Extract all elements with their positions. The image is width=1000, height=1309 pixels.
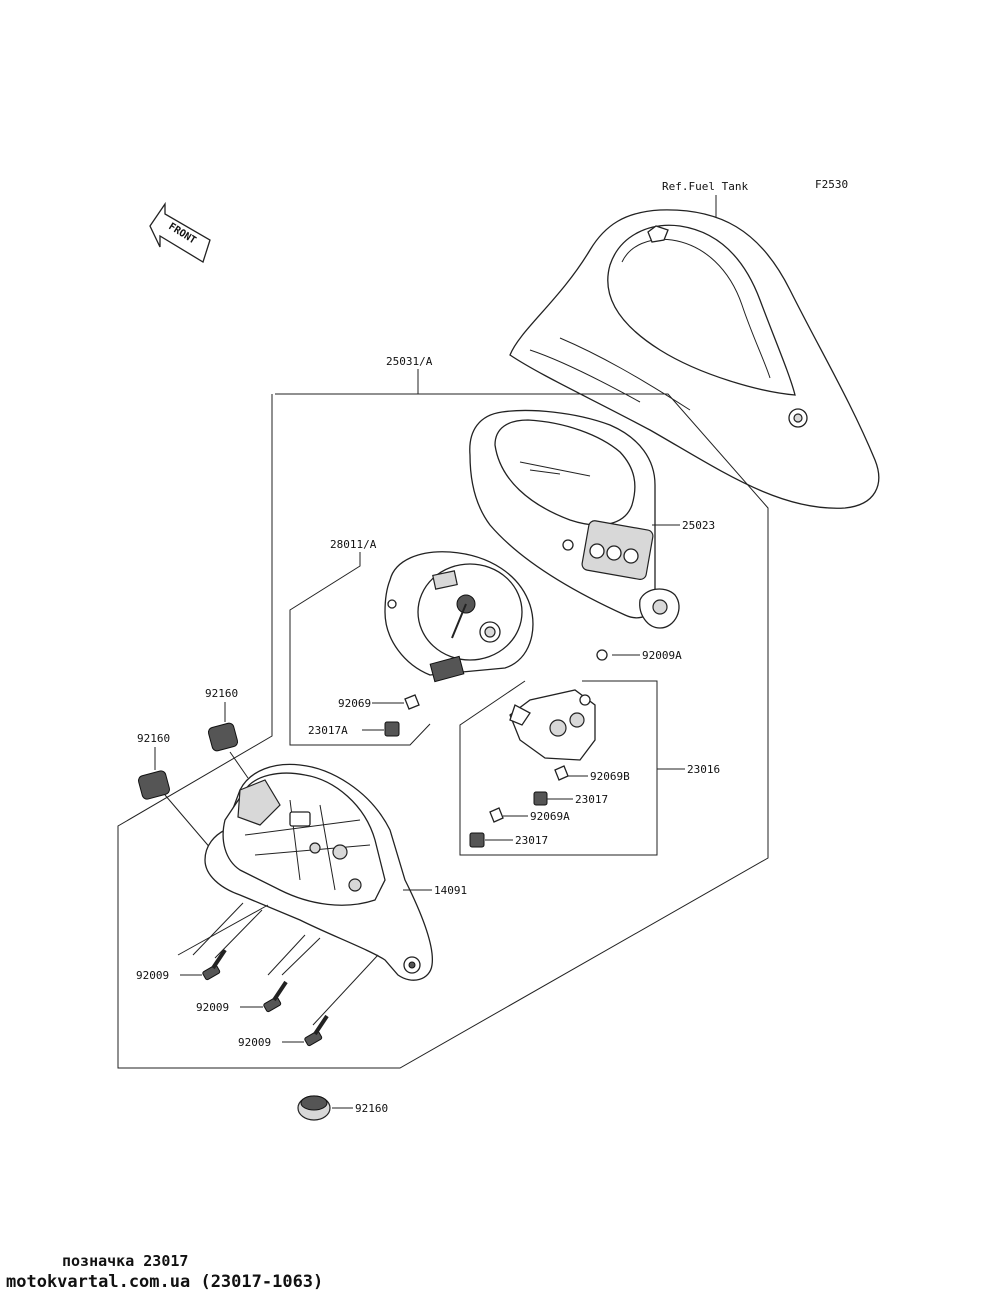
- meter-frame-28011a: [289, 552, 431, 746]
- screw-92009-2: [263, 980, 288, 1013]
- callout-23017a: 23017A: [308, 724, 348, 737]
- bulb-92069: [404, 694, 420, 710]
- callout-92160-1: 92160: [205, 687, 238, 700]
- callout-23017-2: 23017: [515, 834, 548, 847]
- fuel-tank-cover: [509, 209, 880, 509]
- callout-23017-1: 23017: [575, 793, 608, 806]
- screw-92009-3: [304, 1014, 329, 1047]
- callout-92009a: 92009A: [642, 649, 682, 662]
- bulb-92069b: [554, 765, 569, 781]
- ref-fuel-tank-label: Ref.Fuel Tank: [662, 180, 748, 193]
- leader-screw-c: [214, 909, 263, 959]
- leader-grommet-to-case: [164, 794, 213, 851]
- indicator-bracket: [509, 689, 596, 761]
- callout-92069b: 92069B: [590, 770, 630, 783]
- leader-screw-f: [312, 954, 379, 1026]
- leader-screw-b: [192, 902, 244, 956]
- leader-screw-d: [267, 934, 306, 976]
- socket-23017-2: [469, 832, 485, 848]
- front-arrow-icon: FRONT: [149, 201, 211, 263]
- socket-23017a: [384, 721, 400, 737]
- diagram-code: F2530: [815, 178, 848, 191]
- grommet-92160-2: [137, 770, 171, 800]
- callout-25023: 25023: [682, 519, 715, 532]
- callout-23016: 23016: [687, 763, 720, 776]
- watermark-line-1: позначка 23017: [62, 1252, 189, 1270]
- callout-92009-1: 92009: [136, 969, 169, 982]
- callout-25031a: 25031/A: [386, 355, 433, 368]
- leader-grommet-to-case-2: [229, 751, 249, 779]
- grommet-92160-1: [207, 722, 239, 752]
- watermark-line-2: motokvartal.com.ua (23017-1063): [6, 1272, 324, 1292]
- assembly-frame-25031a: [117, 369, 769, 1069]
- meter-cover: [469, 409, 680, 629]
- callout-28011a: 28011/A: [330, 538, 377, 551]
- screw-92009-1: [202, 948, 227, 981]
- socket-23017-1: [533, 791, 548, 806]
- callout-92069a: 92069A: [530, 810, 570, 823]
- callout-92160-2: 92160: [137, 732, 170, 745]
- screw-92009a: [596, 649, 608, 661]
- callout-92160-3: 92160: [355, 1102, 388, 1115]
- callout-92009-3: 92009: [238, 1036, 271, 1049]
- indicator-frame-23016: [459, 680, 658, 856]
- callout-92009-2: 92009: [196, 1001, 229, 1014]
- callout-92069: 92069: [338, 697, 371, 710]
- meter-case: [204, 763, 434, 981]
- grommet-92160-3: [297, 1095, 331, 1121]
- callout-14091: 14091: [434, 884, 467, 897]
- leader-screw-a: [177, 904, 269, 956]
- bulb-92069a: [489, 807, 504, 823]
- leader-screw-e: [281, 937, 321, 976]
- speedometer: [384, 551, 534, 683]
